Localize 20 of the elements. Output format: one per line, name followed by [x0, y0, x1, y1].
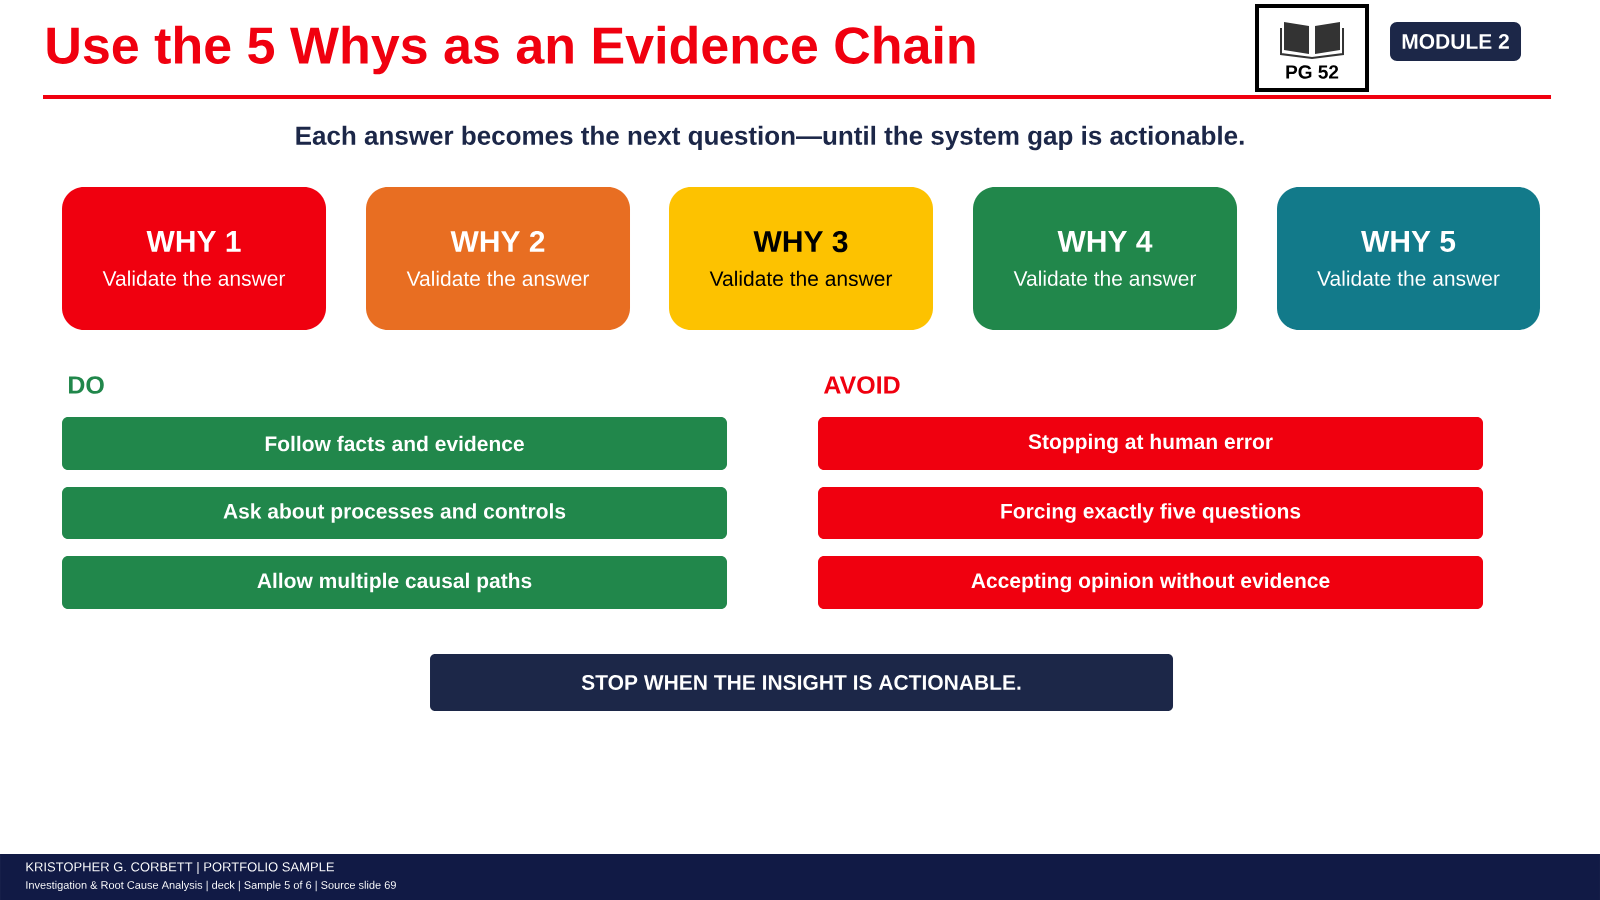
section-heading: AVOID [823, 376, 900, 394]
why-card: WHY 2 Validate the answer [366, 187, 630, 330]
list-bar: Stopping at human error [818, 417, 1483, 470]
subtitle: Each answer becomes the next question—until the system gap is actionable. [296, 125, 1244, 151]
section-heading: DO [69, 376, 104, 394]
footer-text: Investigation & Root Cause Analysis | deck | Sample 5 of 6 | Source slide 69 [26, 880, 396, 892]
banner: STOP WHEN THE INSIGHT IS ACTIONABLE. [430, 654, 1173, 711]
why-card: WHY 5 Validate the answer [1277, 187, 1540, 330]
list-bar: Follow facts and evidence [62, 417, 727, 470]
why-card: WHY 1 Validate the answer [62, 187, 326, 330]
title: Use the 5 Whys as an Evidence Chain [47, 25, 975, 75]
list-bar: Forcing exactly five questions [818, 487, 1483, 539]
footer-text: KRISTOPHER G. CORBETT | PORTFOLIO SAMPLE [26, 861, 334, 875]
why-card: WHY 3 Validate the answer [669, 187, 933, 330]
list-bar: Ask about processes and controls [62, 487, 727, 539]
page-badge: PG 52 [1255, 4, 1369, 92]
why-card: WHY 4 Validate the answer [973, 187, 1237, 330]
list-bar: Allow multiple causal paths [62, 556, 727, 609]
list-bar: Accepting opinion without evidence [818, 556, 1483, 609]
module-badge: MODULE 2 [1390, 22, 1521, 61]
